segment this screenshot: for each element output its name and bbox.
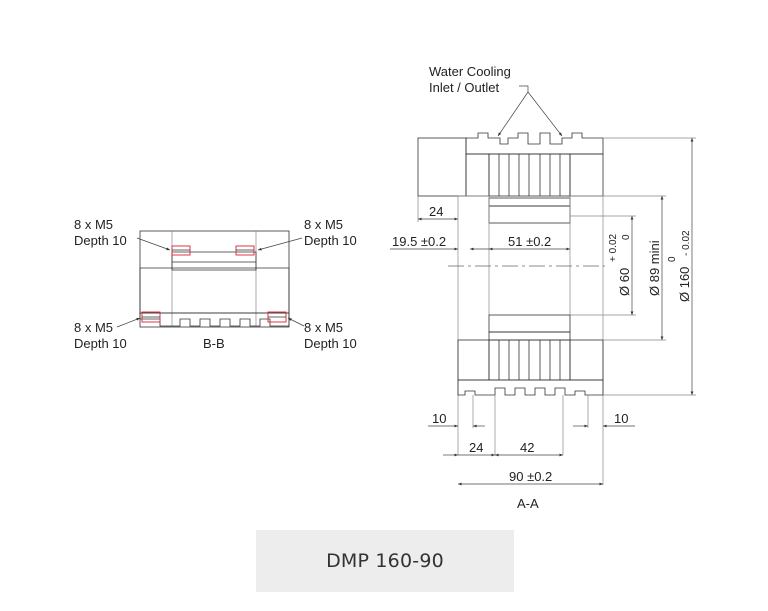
- section-aa-title: A-A: [517, 496, 539, 511]
- dim-24-top: 24: [429, 204, 443, 219]
- lower-lamination-stack: [488, 339, 571, 381]
- dim-10-left: 10: [432, 411, 446, 426]
- upper-left-body: [465, 153, 490, 197]
- upper-rotor-ring: [488, 197, 571, 207]
- dim-90: 90 ±0.2: [509, 469, 552, 484]
- dia-60-tol-lower: 0: [621, 234, 632, 240]
- crosshatch-block: [417, 137, 467, 197]
- top-cooling-sleeve: [465, 132, 604, 155]
- dia-160-tol-upper: 0: [667, 256, 678, 262]
- dia-60: Ø 60: [617, 268, 632, 296]
- dia-60-tol-upper: + 0.02: [608, 233, 619, 262]
- threaded-hole-top-left: [171, 245, 191, 256]
- section-bb-title: B-B: [203, 336, 225, 351]
- callout-leader-tl: [136, 237, 171, 251]
- model-caption: DMP 160-90: [256, 530, 514, 592]
- bb-main-body: [139, 267, 290, 314]
- section-aa: Water Cooling Inlet / Outlet: [390, 64, 696, 511]
- water-callout-leader: [519, 85, 529, 92]
- water-cooling-label-line2: Inlet / Outlet: [429, 80, 499, 95]
- water-outlet-arrow: [527, 91, 563, 137]
- water-cooling-label-line1: Water Cooling: [429, 64, 511, 79]
- bottom-cooling-sleeve: [457, 379, 604, 396]
- callout-tl-line2: Depth 10: [74, 233, 127, 248]
- model-name: DMP 160-90: [326, 550, 444, 572]
- callout-bl-line2: Depth 10: [74, 336, 127, 351]
- water-inlet-arrow: [497, 91, 529, 137]
- section-bb: 8 x M5 Depth 10 8 x M5 Depth 10 8 x M5 D…: [74, 217, 357, 351]
- callout-leader-tr: [257, 237, 303, 251]
- dim-42: 42: [520, 440, 534, 455]
- dim-51: 51 ±0.2: [508, 234, 551, 249]
- dia-89: Ø 89 mini: [647, 240, 662, 296]
- callout-br-line1: 8 x M5: [304, 320, 343, 335]
- callout-leader-br: [287, 317, 305, 327]
- callout-tr-line2: Depth 10: [304, 233, 357, 248]
- threaded-hole-bottom-right: [267, 311, 287, 323]
- dia-160-tol-lower: - 0.02: [681, 230, 692, 256]
- upper-right-body: [569, 153, 604, 197]
- callout-tl-line1: 8 x M5: [74, 217, 113, 232]
- dia-160: Ø 160: [677, 267, 692, 302]
- bb-grooved-strip: [139, 312, 290, 327]
- dim-19-5: 19.5 ±0.2: [392, 234, 446, 249]
- bb-upper-insert: [171, 251, 257, 271]
- threaded-hole-top-right: [235, 245, 255, 256]
- lower-left-body: [457, 339, 490, 381]
- callout-bl-line1: 8 x M5: [74, 320, 113, 335]
- callout-leader-bl: [116, 317, 141, 328]
- lower-rotor-core: [488, 314, 571, 333]
- callout-tr-line1: 8 x M5: [304, 217, 343, 232]
- upper-rotor-core: [488, 205, 571, 224]
- threaded-hole-bottom-left: [141, 311, 161, 323]
- upper-lamination-stack: [488, 153, 571, 197]
- lower-rotor-ring: [488, 331, 571, 341]
- dim-10-right: 10: [614, 411, 628, 426]
- callout-br-line2: Depth 10: [304, 336, 357, 351]
- lower-right-body: [569, 339, 604, 381]
- dim-24-bottom: 24: [469, 440, 483, 455]
